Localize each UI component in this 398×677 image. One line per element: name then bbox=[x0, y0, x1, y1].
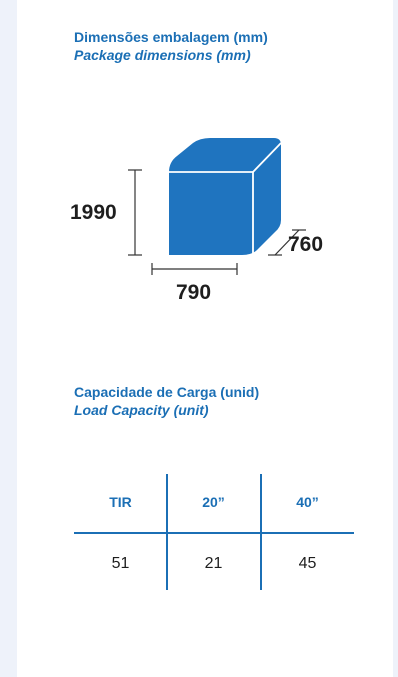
value-tir: 51 bbox=[111, 555, 130, 572]
value-40ft: 45 bbox=[298, 555, 317, 572]
depth-dimension-line bbox=[274, 229, 300, 256]
table-header-divider bbox=[74, 532, 354, 534]
load-capacity-table: TIR 20” 40” 51 21 45 bbox=[74, 474, 354, 590]
value-20ft: 21 bbox=[204, 555, 223, 572]
width-value: 790 bbox=[176, 281, 212, 304]
dimensions-title-pt: Dimensões embalagem (mm) bbox=[74, 29, 268, 45]
column-header-20ft: 20” bbox=[202, 494, 225, 510]
dimensions-title-en: Package dimensions (mm) bbox=[74, 47, 251, 63]
column-header-40ft: 40” bbox=[296, 494, 319, 510]
load-title-en: Load Capacity (unit) bbox=[74, 402, 209, 418]
load-title-pt: Capacidade de Carga (unid) bbox=[74, 384, 260, 400]
depth-value: 760 bbox=[288, 233, 324, 256]
height-value: 1990 bbox=[70, 201, 117, 224]
column-header-tir: TIR bbox=[109, 494, 132, 510]
spec-card: Dimensões embalagem (mm) Package dimensi… bbox=[17, 0, 393, 677]
package-dimensions-diagram bbox=[128, 138, 306, 275]
dimensions-heading: Dimensões embalagem (mm) Package dimensi… bbox=[74, 28, 268, 64]
package-box-icon bbox=[169, 138, 282, 255]
load-capacity-heading: Capacidade de Carga (unid) Load Capacity… bbox=[74, 383, 259, 419]
